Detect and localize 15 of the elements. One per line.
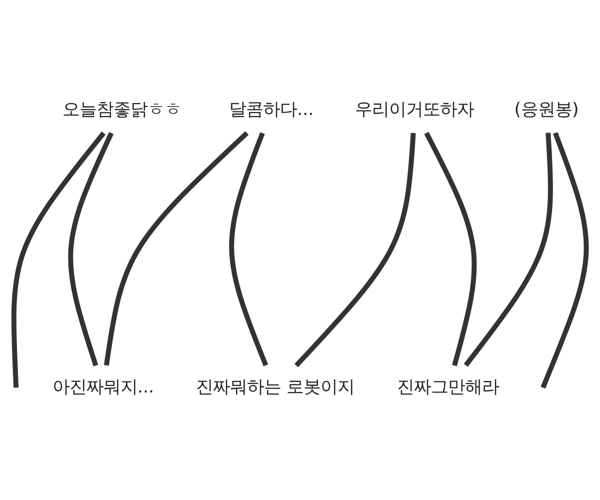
- node-text: 진짜그만해라: [397, 378, 500, 398]
- connector: [229, 132, 268, 366]
- connector: [540, 132, 589, 389]
- connector: [11, 131, 106, 388]
- connector: [294, 132, 416, 368]
- node-text: (응원봉): [514, 100, 579, 120]
- connector: [464, 132, 553, 367]
- node-text: 오늘참좋닭ㅎㅎ: [62, 100, 182, 120]
- node-text: 우리이거또하자: [355, 100, 474, 120]
- connector: [104, 131, 249, 366]
- node-text: 달콤하다...: [229, 100, 314, 120]
- connector: [424, 132, 477, 366]
- node-text: 진짜뭐하는 로봇이지: [196, 378, 354, 398]
- node-text: 아진짜뭐지...: [52, 378, 154, 398]
- connector: [68, 132, 114, 366]
